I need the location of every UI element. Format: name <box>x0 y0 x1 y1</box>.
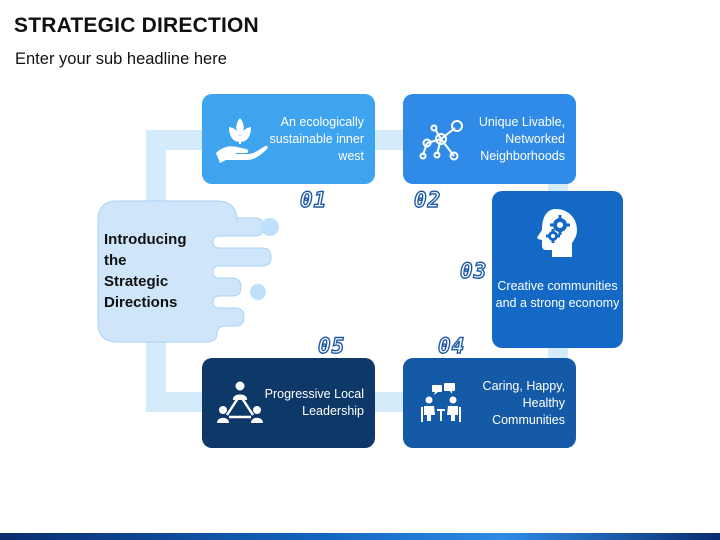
intro-text: Introducing the Strategic Directions <box>104 229 214 313</box>
intro-line-1: Introducing <box>104 231 187 248</box>
connector-track-bottom-middle <box>370 392 408 412</box>
direction-text-03: Creative communities and a strong econom… <box>495 279 620 310</box>
intro-line-2: the <box>104 252 127 269</box>
conversation-icon <box>411 373 471 433</box>
direction-number-02: 02 <box>413 187 442 212</box>
direction-text-05: Progressive Local Leadership <box>264 387 364 418</box>
connector-track-bottom <box>146 392 206 412</box>
direction-number-01: 01 <box>299 187 328 212</box>
page-subtitle: Enter your sub headline here <box>15 50 227 68</box>
direction-card-01: An ecologically sustainable inner west <box>202 94 375 184</box>
network-icon <box>411 109 471 169</box>
head-gears-icon <box>527 203 587 263</box>
footer-gradient-bar <box>0 533 720 540</box>
direction-card-04: Caring, Happy, Healthy Communities <box>403 358 576 448</box>
connector-track-top-middle <box>370 130 408 150</box>
direction-number-04: 04 <box>437 333 466 358</box>
direction-text-04: Caring, Happy, Healthy Communities <box>482 378 565 427</box>
intro-line-3: Strategic <box>104 273 169 290</box>
direction-card-03: Creative communities and a strong econom… <box>492 191 623 348</box>
intro-bubble-shape <box>97 200 279 343</box>
page-title: STRATEGIC DIRECTION <box>14 14 259 37</box>
intro-line-4: Directions <box>104 294 178 311</box>
direction-text-02: Unique Livable, Networked Neighborhoods <box>478 114 565 163</box>
direction-text-01: An ecologically sustainable inner west <box>269 114 364 163</box>
direction-card-02: Unique Livable, Networked Neighborhoods <box>403 94 576 184</box>
hand-plant-icon <box>210 109 270 169</box>
connector-track-top <box>146 130 206 150</box>
direction-card-05: Progressive Local Leadership <box>202 358 375 448</box>
team-triangle-icon <box>210 373 270 433</box>
direction-number-05: 05 <box>317 333 346 358</box>
direction-number-03: 03 <box>459 258 488 283</box>
